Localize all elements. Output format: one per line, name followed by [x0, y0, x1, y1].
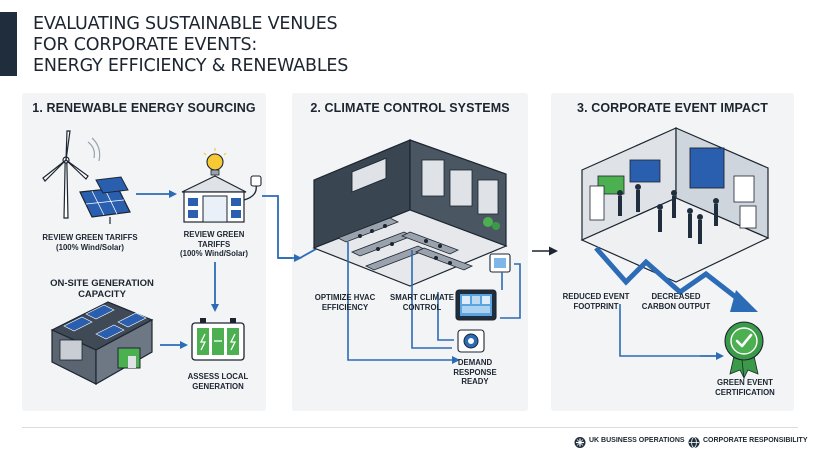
label-smart-climate-control: SMART CLIMATE CONTROL: [390, 293, 454, 312]
solar-panel-icon: [79, 176, 131, 224]
downward-trend-arrow: [594, 246, 744, 304]
label-decreased-carbon: DECREASED CARBON OUTPUT: [641, 292, 711, 311]
connector-to-certification: [619, 304, 720, 357]
office-room-illustration: [312, 139, 508, 287]
label-demand-response: DEMAND RESPONSE READY: [453, 358, 497, 386]
title-line-1: EVALUATING SUSTAINABLE VENUES: [33, 14, 338, 34]
wind-turbine-icon: [42, 130, 101, 219]
label-reduced-footprint: REDUCED EVENT FOOTPRINT: [562, 292, 630, 311]
page-title: EVALUATING SUSTAINABLE VENUES FOR CORPOR…: [33, 14, 348, 77]
panel-heading-climate: 2. CLIMATE CONTROL SYSTEMS: [310, 101, 510, 115]
footer-divider: [22, 427, 798, 428]
label-green-event-certification: GREEN EVENT CERTIFICATION: [715, 378, 775, 397]
globe-leaf-icon: [688, 437, 700, 448]
thermostat-icon: [489, 253, 511, 273]
title-line-3: ENERGY EFFICIENCY & RENEWABLES: [33, 56, 349, 76]
title-accent-bar: [0, 12, 17, 76]
label-optimize-hvac: OPTIMIZE HVAC EFFICIENCY: [314, 293, 376, 312]
uk-flag-icon: [574, 437, 586, 448]
title-line-2: FOR CORPORATE EVENTS:: [33, 35, 258, 55]
demand-response-meter-icon: [457, 329, 485, 353]
footer-uk-business: UK BUSINESS OPERATIONS: [589, 437, 685, 444]
green-building-icon: [181, 148, 262, 223]
battery-storage-icon: [191, 318, 245, 361]
certification-badge-icon: [724, 321, 764, 380]
label-onsite-generation: ON-SITE GENERATION CAPACITY: [50, 278, 154, 300]
label-wind-solar-tariffs: REVIEW GREEN TARIFFS (100% Wind/Solar): [42, 233, 138, 252]
smart-control-tablet-icon: [455, 289, 497, 321]
panel-heading-impact: 3. CORPORATE EVENT IMPACT: [577, 101, 768, 115]
label-assess-local-generation: ASSESS LOCAL GENERATION: [187, 372, 249, 391]
connector-hvac-demand: [347, 242, 440, 361]
footer-corporate-responsibility: CORPORATE RESPONSIBILITY: [703, 437, 808, 444]
panel-heading-renewable: 1. RENEWABLE ENERGY SOURCING: [32, 101, 256, 115]
label-green-building-tariffs: REVIEW GREEN TARIFFS (100% Wind/Solar): [180, 230, 248, 258]
event-hall-illustration: [580, 127, 770, 283]
onsite-solar-warehouse-icon: [50, 301, 154, 386]
connector-panel1-panel2: [262, 195, 292, 259]
